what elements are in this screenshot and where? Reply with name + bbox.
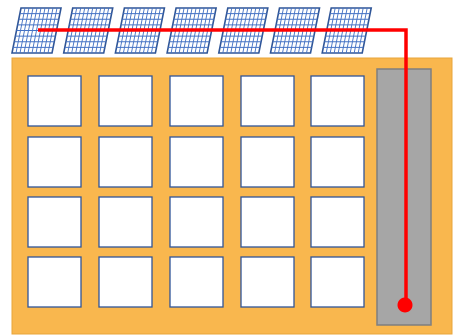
window xyxy=(241,257,294,307)
window xyxy=(99,76,152,126)
window xyxy=(99,257,152,307)
window xyxy=(28,76,81,126)
window xyxy=(28,137,81,187)
vertical-shaft xyxy=(377,69,431,325)
wire-end-dot xyxy=(398,298,413,313)
window xyxy=(99,137,152,187)
window xyxy=(170,197,223,247)
window xyxy=(311,257,364,307)
window xyxy=(241,197,294,247)
window xyxy=(170,137,223,187)
window xyxy=(241,76,294,126)
window xyxy=(311,137,364,187)
window xyxy=(28,197,81,247)
window xyxy=(241,137,294,187)
window xyxy=(170,257,223,307)
window xyxy=(311,197,364,247)
window xyxy=(99,197,152,247)
shaft-layer xyxy=(377,69,431,325)
window xyxy=(170,76,223,126)
window xyxy=(28,257,81,307)
window xyxy=(311,76,364,126)
